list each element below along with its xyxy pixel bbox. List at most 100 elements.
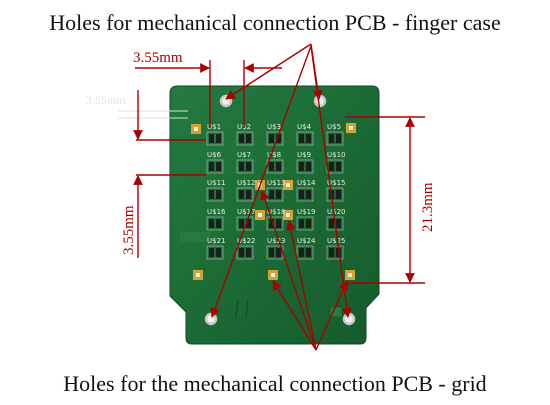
component-chip bbox=[306, 248, 311, 257]
component-chip bbox=[216, 219, 221, 228]
pointer-finger-hole-lower-right bbox=[310, 45, 352, 318]
vertical-pitch-label: 3.55mm bbox=[121, 205, 137, 255]
component-label: U$17 bbox=[237, 208, 255, 216]
component-chip bbox=[216, 190, 221, 199]
component-chip bbox=[239, 162, 244, 171]
mount-hole-top-right bbox=[313, 94, 327, 108]
sensor-component: U$7 bbox=[236, 151, 254, 174]
component-label: U$14 bbox=[297, 179, 316, 187]
pad bbox=[283, 210, 293, 220]
component-chip bbox=[276, 248, 281, 257]
component-label: U$10 bbox=[327, 151, 345, 159]
component-label: U$5 bbox=[327, 123, 341, 131]
sensor-component: U$4 bbox=[296, 123, 314, 146]
component-chip bbox=[329, 162, 334, 171]
component-label: U$18 bbox=[267, 208, 285, 216]
component-label: U$15 bbox=[327, 179, 345, 187]
component-outline bbox=[326, 187, 344, 202]
sensor-component: U$1 bbox=[206, 123, 224, 146]
component-label: U$8 bbox=[267, 151, 281, 159]
pointer-grid-pad-4 bbox=[315, 280, 348, 351]
component-outline bbox=[326, 245, 344, 260]
grid-height-label: 21.3mm bbox=[420, 182, 436, 232]
sensor-component: U$17 bbox=[236, 208, 255, 231]
component-chip bbox=[246, 219, 251, 228]
component-chip bbox=[276, 219, 281, 228]
component-outline bbox=[296, 131, 314, 146]
component-label: U$12 bbox=[237, 179, 255, 187]
component-chip bbox=[269, 219, 274, 228]
component-chip bbox=[216, 248, 221, 257]
component-outline bbox=[236, 245, 254, 260]
pad bbox=[255, 210, 265, 220]
component-outline bbox=[236, 159, 254, 174]
component-chip bbox=[299, 219, 304, 228]
component-outline bbox=[296, 245, 314, 260]
sensor-component: U$14 bbox=[296, 179, 316, 202]
component-outline bbox=[206, 216, 224, 231]
component-label: U$3 bbox=[267, 123, 281, 131]
component-label: U$11 bbox=[207, 179, 225, 187]
pad bbox=[268, 270, 278, 280]
component-outline bbox=[206, 159, 224, 174]
sensor-component: U$19 bbox=[296, 208, 315, 231]
mount-hole-bottom-left bbox=[204, 312, 218, 326]
sensor-component: U$16 bbox=[206, 208, 226, 231]
component-label: U$16 bbox=[207, 208, 226, 216]
component-chip bbox=[209, 162, 214, 171]
component-chip bbox=[246, 190, 251, 199]
component-outline bbox=[206, 245, 224, 260]
component-chip bbox=[306, 190, 311, 199]
component-chip bbox=[336, 134, 341, 143]
pointer-grid-pad-2 bbox=[286, 220, 317, 351]
component-outline bbox=[236, 216, 254, 231]
component-label: U$7 bbox=[237, 151, 251, 159]
component-outline bbox=[296, 187, 314, 202]
component-chip bbox=[269, 190, 274, 199]
grid-pads bbox=[191, 123, 356, 280]
component-chip bbox=[209, 134, 214, 143]
component-chip bbox=[329, 219, 334, 228]
pointer-finger-hole-left bbox=[225, 43, 312, 100]
pad bbox=[193, 270, 203, 280]
component-label: U$22 bbox=[237, 237, 255, 245]
component-chip bbox=[329, 134, 334, 143]
component-chip bbox=[306, 219, 311, 228]
horizontal-pitch-label: 3.55mm bbox=[133, 50, 183, 66]
sensor-component: U$21 bbox=[206, 237, 225, 260]
faint-dimension-label: 3.55mm bbox=[86, 93, 126, 107]
bottom-caption: Holes for the mechanical connection PCB … bbox=[63, 371, 487, 396]
mount-hole-bottom-right bbox=[342, 312, 356, 326]
component-outline bbox=[296, 159, 314, 174]
pad bbox=[345, 270, 355, 280]
component-chip bbox=[216, 134, 221, 143]
component-chip bbox=[239, 134, 244, 143]
component-label: U$13 bbox=[267, 179, 285, 187]
component-label: U$20 bbox=[327, 208, 345, 216]
pad bbox=[346, 123, 356, 133]
component-chip bbox=[299, 134, 304, 143]
pointer-grid-pad-1 bbox=[260, 190, 317, 351]
component-chip bbox=[329, 248, 334, 257]
sensor-component: U$9 bbox=[296, 151, 314, 174]
component-chip bbox=[239, 219, 244, 228]
component-chip bbox=[239, 190, 244, 199]
pointer-finger-hole-lower-left bbox=[210, 45, 312, 318]
sensor-component: U$24 bbox=[296, 237, 316, 260]
component-outline bbox=[236, 187, 254, 202]
component-chip bbox=[336, 219, 341, 228]
component-outline bbox=[206, 187, 224, 202]
component-label: U$9 bbox=[297, 151, 311, 159]
component-outline bbox=[296, 216, 314, 231]
component-chip bbox=[209, 248, 214, 257]
component-label: U$6 bbox=[207, 151, 222, 159]
component-label: U$25 bbox=[327, 237, 345, 245]
component-chip bbox=[276, 134, 281, 143]
component-chip bbox=[269, 162, 274, 171]
sensor-component: U$22 bbox=[236, 237, 255, 260]
component-chip bbox=[299, 248, 304, 257]
component-chip bbox=[276, 190, 281, 199]
sensor-component: U$6 bbox=[206, 151, 224, 174]
pad bbox=[283, 180, 293, 190]
component-chip bbox=[269, 248, 274, 257]
